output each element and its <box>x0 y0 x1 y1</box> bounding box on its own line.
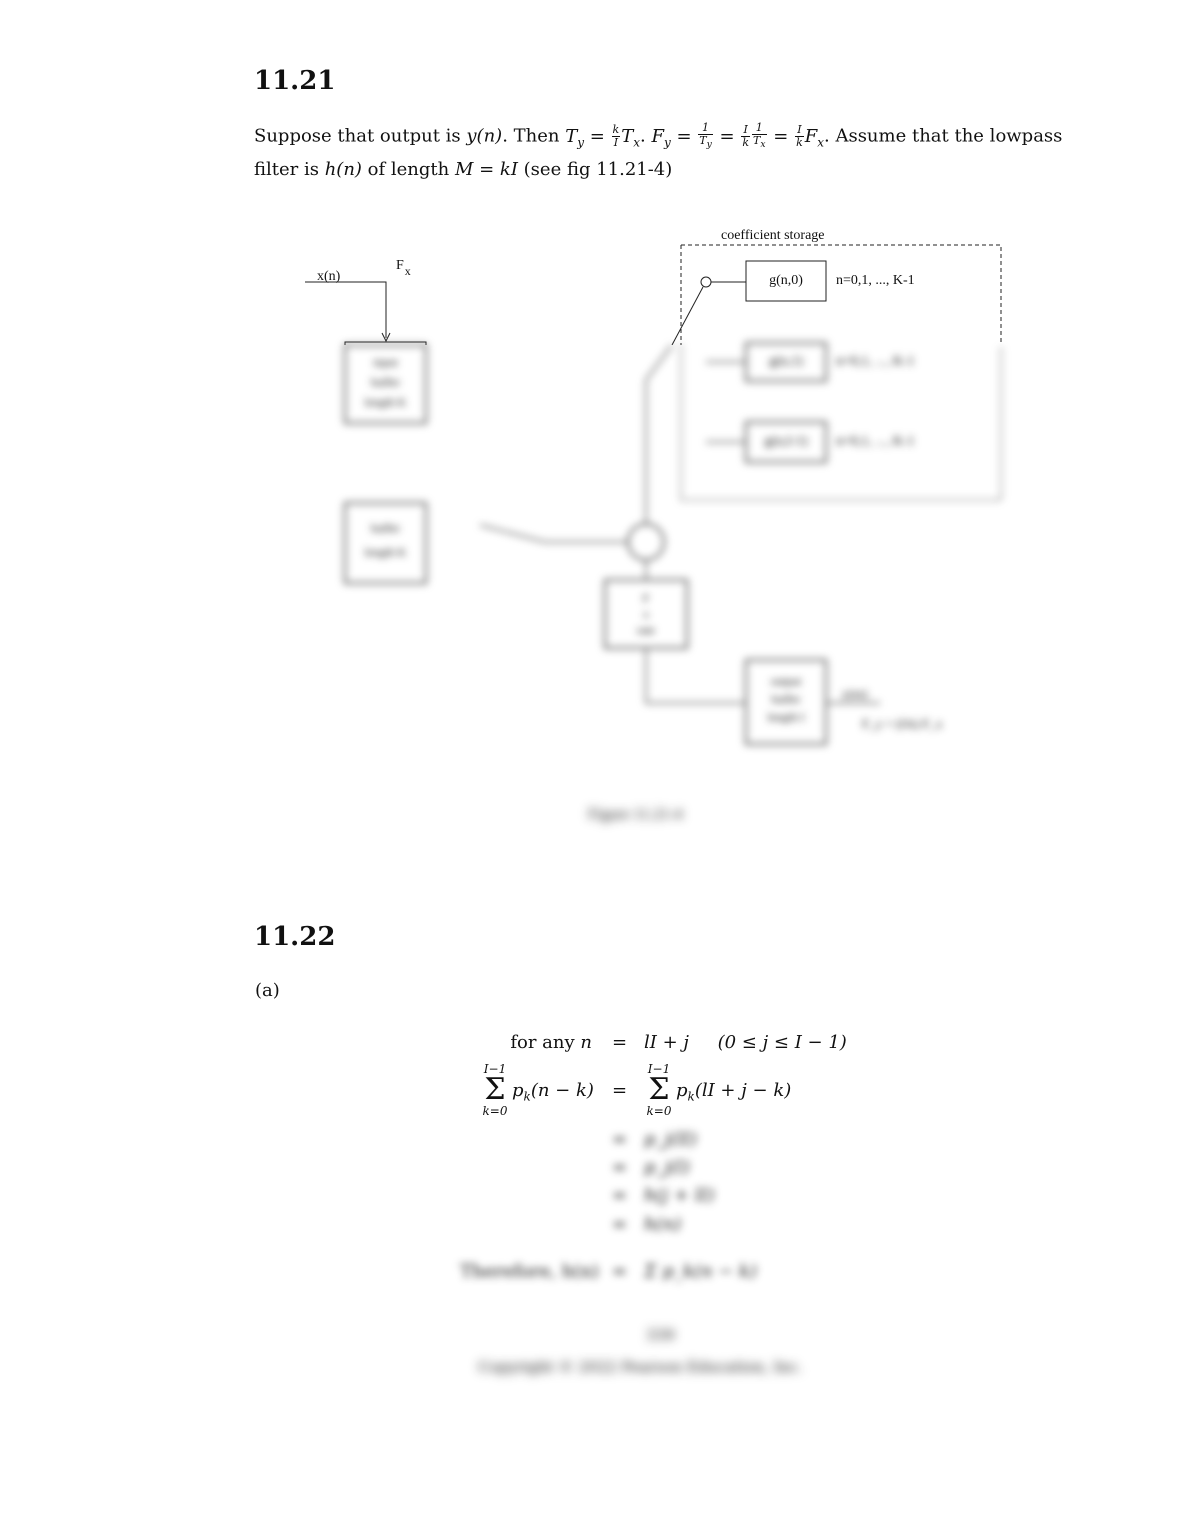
text-fragment: (see fig 11.21-4) <box>517 159 673 181</box>
g1-label: g(n,1) <box>769 354 803 369</box>
eq-row-2-rhs-term: pk(lI + j − k) <box>676 1080 792 1104</box>
eq-blurred-rows: = p_j(lI) = p_j(l) = h(j + lI) = h(n) Th… <box>0 1120 1180 1320</box>
arrow-down-icon <box>381 332 391 343</box>
g1-range: n=0,1, ..., K-1 <box>836 354 915 369</box>
g2-range: n=0,1, ..., K-1 <box>836 434 915 449</box>
coefficient-storage-border <box>680 244 1002 345</box>
eq-row-6-rhs: h(n) <box>644 1214 682 1235</box>
section-heading-11-21: 11.21 <box>254 66 336 96</box>
eq-row-5-op: = <box>612 1185 628 1206</box>
math-m: M = kI <box>454 159 518 181</box>
g2-label: g(n,I-1) <box>764 434 808 449</box>
eq-row-4-rhs: p_j(l) <box>644 1157 690 1178</box>
g0-range: n=0,1, ..., K-1 <box>836 273 915 288</box>
part-label: (a) <box>255 980 280 1001</box>
text-fragment: . Assume that the lowpass <box>824 125 1063 147</box>
text-fragment: . Then <box>502 125 566 147</box>
input-signal-line <box>305 281 387 338</box>
page-number: 339 <box>646 1326 675 1344</box>
eq-row-1-lhs: for any n <box>510 1032 592 1053</box>
eq-row-7-lhs: Therefore, h(n) <box>460 1261 599 1282</box>
eq-row-1-rhs: lI + j (0 ≤ j ≤ I − 1) <box>644 1032 847 1053</box>
output-rate: F_y = (I/k) F_x <box>862 716 943 731</box>
storage-border-lower <box>680 345 1002 501</box>
eq-row-4-op: = <box>612 1157 628 1178</box>
g0-box <box>745 260 827 302</box>
eq-row-3-op: = <box>612 1129 628 1150</box>
eq-row-2-lhs-sum: I−1 Σ k=0 <box>482 1062 508 1118</box>
eq-row-7-op: = <box>612 1261 628 1282</box>
diagram-lower-lines <box>344 342 1002 745</box>
math-h: h(n) <box>324 159 362 181</box>
eq-row-6-op: = <box>612 1214 628 1235</box>
text-fragment: of length <box>361 159 455 181</box>
section-heading-11-22: 11.22 <box>254 922 336 952</box>
eq-row-3-rhs: p_j(lI) <box>644 1129 698 1150</box>
g0-label: g(n,0) <box>769 273 803 288</box>
eq-row-7-rhs: Σ p_k(n − k) <box>644 1261 757 1282</box>
math-y: y(n) <box>466 125 503 147</box>
eq-row-2-rhs-sum: I−1 Σ k=0 <box>646 1062 672 1118</box>
coefficient-line <box>645 344 673 525</box>
fx-label: Fx <box>396 258 411 278</box>
multiplier-circle <box>627 523 665 561</box>
eq-row-5-rhs: h(j + lI) <box>644 1185 715 1206</box>
input-label: x(n) <box>317 269 341 284</box>
storage-label: coefficient storage <box>721 228 825 243</box>
copyright-notice: Copyright © 2022 Pearson Education, Inc. <box>478 1358 803 1376</box>
output-label: y(m) <box>842 686 868 701</box>
output-buffer-box <box>745 659 827 745</box>
text-fragment: filter is <box>254 159 325 181</box>
figure-caption: Figure 11.21-4 <box>588 806 683 823</box>
switch-arm <box>671 286 704 345</box>
eq-row-1-op: = <box>612 1032 628 1053</box>
text-fragment: Suppose that output is <box>254 125 467 147</box>
rate-to-output <box>645 648 746 704</box>
buffer-box <box>344 502 427 584</box>
input-buffer-box <box>344 344 427 424</box>
input-buffer-top <box>344 341 427 345</box>
buffer-switch <box>479 524 546 543</box>
eq-row-2-op: = <box>612 1080 628 1101</box>
diagram-top <box>305 244 1002 345</box>
eq-row-2-lhs-term: pk(n − k) <box>512 1080 594 1104</box>
section-11-21-text: Suppose that output is y(n). Then Ty = k… <box>254 121 1063 181</box>
